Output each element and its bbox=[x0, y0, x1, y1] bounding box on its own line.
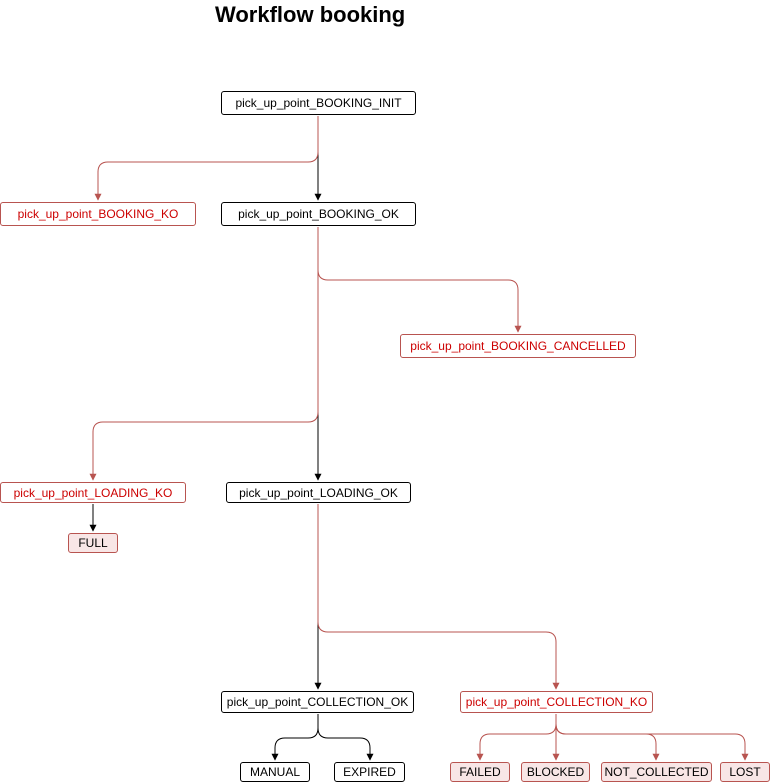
node-blocked: BLOCKED bbox=[521, 762, 590, 782]
edge-collection-ko-to-lost bbox=[555, 714, 749, 761]
node-booking-ko: pick_up_point_BOOKING_KO bbox=[0, 202, 196, 226]
node-loading-ko: pick_up_point_LOADING_KO bbox=[0, 482, 186, 503]
edge-collection-ok-to-manual bbox=[271, 714, 319, 761]
edge-collection-ko-to-failed bbox=[476, 714, 557, 761]
edge-booking-ok-to-booking-cancelled bbox=[317, 227, 522, 333]
node-lost: LOST bbox=[720, 762, 770, 782]
node-loading-ok: pick_up_point_LOADING_OK bbox=[226, 482, 411, 503]
node-collection-ok: pick_up_point_COLLECTION_OK bbox=[221, 691, 414, 713]
diagram-title: Workflow booking bbox=[215, 2, 406, 27]
node-expired: EXPIRED bbox=[334, 762, 405, 782]
node-booking-init: pick_up_point_BOOKING_INIT bbox=[221, 91, 416, 115]
edge-booking-init-to-booking-ko bbox=[94, 116, 319, 201]
edge-loading-ok-to-collection-ko bbox=[317, 504, 560, 690]
edge-collection-ko-to-not-collected bbox=[555, 714, 660, 761]
node-full: FULL bbox=[68, 533, 118, 553]
edge-booking-ok-to-loading-ko bbox=[89, 227, 319, 481]
node-collection-ko: pick_up_point_COLLECTION_KO bbox=[460, 691, 653, 713]
node-not-collected: NOT_COLLECTED bbox=[601, 762, 712, 782]
node-booking-cancelled: pick_up_point_BOOKING_CANCELLED bbox=[400, 334, 636, 358]
edge-collection-ok-to-expired bbox=[317, 714, 374, 761]
node-booking-ok: pick_up_point_BOOKING_OK bbox=[221, 202, 416, 226]
node-manual: MANUAL bbox=[240, 762, 310, 782]
node-failed: FAILED bbox=[450, 762, 510, 782]
